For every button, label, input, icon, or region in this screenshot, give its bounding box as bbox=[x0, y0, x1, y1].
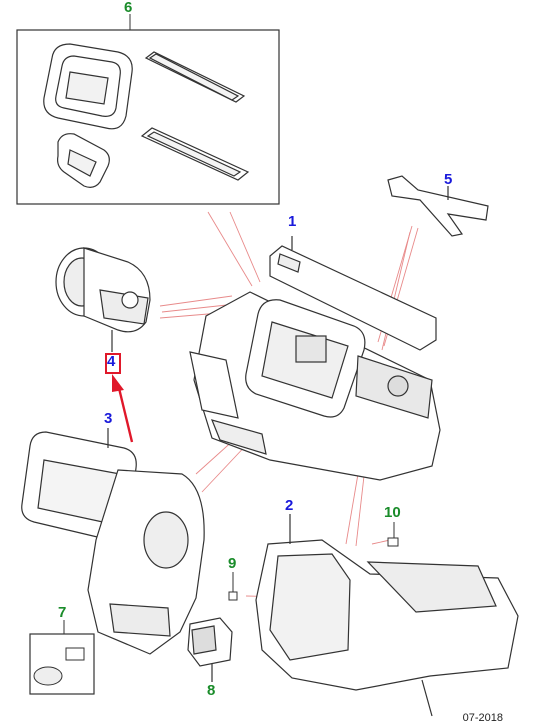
blower-motor-part bbox=[55, 247, 151, 352]
highlight-arrow bbox=[112, 374, 134, 443]
small-gasket-part bbox=[57, 133, 110, 188]
callout-4: 4 bbox=[107, 353, 116, 370]
actuator-inset-box bbox=[29, 620, 95, 695]
screw-10-part bbox=[387, 522, 399, 547]
screw-9-part bbox=[228, 572, 238, 601]
resistor-part bbox=[187, 617, 233, 682]
hvac-housing-upper bbox=[189, 236, 441, 481]
hvac-housing-lower bbox=[255, 514, 519, 717]
callout-3: 3 bbox=[104, 410, 113, 427]
long-gasket-part bbox=[144, 51, 246, 103]
callout-4-highlight bbox=[105, 353, 121, 374]
footer-date-code: 07-2018 bbox=[462, 712, 503, 724]
callout-10: 10 bbox=[384, 504, 401, 521]
callout-5: 5 bbox=[444, 171, 453, 188]
callout-7: 7 bbox=[58, 604, 67, 621]
callout-2: 2 bbox=[285, 497, 294, 514]
seal-ring-part bbox=[43, 43, 133, 130]
long-gasket-lower-part bbox=[140, 127, 250, 181]
callout-6: 6 bbox=[124, 0, 133, 16]
callout-8: 8 bbox=[207, 682, 216, 699]
bracket-part bbox=[387, 175, 489, 237]
filter-kit-box bbox=[16, 14, 280, 205]
inlet-housing-part bbox=[21, 428, 205, 655]
callout-1: 1 bbox=[288, 213, 297, 230]
callout-9: 9 bbox=[228, 555, 237, 572]
